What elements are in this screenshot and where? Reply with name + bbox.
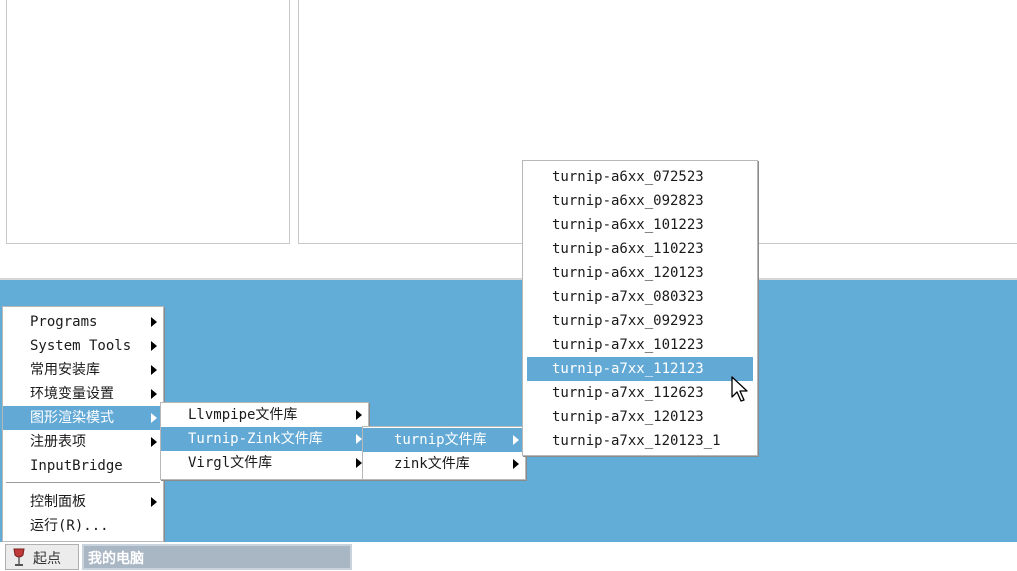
version-label: turnip-a7xx_101223 <box>552 337 704 353</box>
wine-glass-icon <box>13 548 25 566</box>
menu-item-label: 图形渲染模式 <box>30 410 114 426</box>
menu-item-label: Programs <box>30 314 98 330</box>
version-item[interactable]: turnip-a6xx_072523 <box>523 165 757 189</box>
version-label: turnip-a6xx_072523 <box>552 169 704 185</box>
version-label: turnip-a7xx_112623 <box>552 385 704 401</box>
version-item[interactable]: turnip-a6xx_110223 <box>523 237 757 261</box>
menu-item-system-tools[interactable]: System Tools <box>3 334 163 358</box>
version-label: turnip-a7xx_120123 <box>552 409 704 425</box>
submenu-arrow-icon <box>513 435 519 445</box>
taskbar-window-button[interactable]: 我的电脑 <box>82 544 352 570</box>
menu-item-virgl[interactable]: Virgl文件库 <box>161 451 368 475</box>
menu-item-turnip-library[interactable]: turnip文件库 <box>363 428 525 452</box>
version-label: turnip-a6xx_092823 <box>552 193 704 209</box>
submenu-arrow-icon <box>151 389 157 399</box>
version-label: turnip-a6xx_110223 <box>552 241 704 257</box>
menu-item-control-panel[interactable]: 控制面板 <box>3 490 163 514</box>
menu-item-label: Turnip-Zink文件库 <box>188 431 323 447</box>
menu-item-run[interactable]: 运行(R)... <box>3 514 163 538</box>
menu-item-label: Llvmpipe文件库 <box>188 407 298 423</box>
menu-item-label: System Tools <box>30 338 132 354</box>
menu-item-inputbridge[interactable]: InputBridge <box>3 454 163 478</box>
menu-item-environment-variables[interactable]: 环境变量设置 <box>3 382 163 406</box>
submenu-arrow-icon <box>356 458 362 468</box>
menu-item-label: turnip文件库 <box>394 432 487 448</box>
menu-separator <box>6 482 160 484</box>
mouse-pointer-icon <box>731 376 748 402</box>
submenu-arrow-icon <box>151 497 157 507</box>
version-item[interactable]: turnip-a7xx_101223 <box>523 333 757 357</box>
menu-item-turnip-zink[interactable]: Turnip-Zink文件库 <box>161 427 368 451</box>
start-label: 起点 <box>33 551 61 567</box>
version-item[interactable]: turnip-a7xx_120123 <box>523 405 757 429</box>
submenu-arrow-icon <box>151 317 157 327</box>
submenu-arrow-icon <box>356 434 362 444</box>
menu-item-llvmpipe[interactable]: Llvmpipe文件库 <box>161 403 368 427</box>
render-mode-submenu: Llvmpipe文件库 Turnip-Zink文件库 Virgl文件库 <box>160 402 369 480</box>
version-label: turnip-a7xx_092923 <box>552 313 704 329</box>
menu-item-programs[interactable]: Programs <box>3 310 163 334</box>
start-button[interactable]: 起点 <box>5 544 79 570</box>
turnip-zink-submenu: turnip文件库 zink文件库 <box>362 426 526 480</box>
taskbar-window-label: 我的电脑 <box>88 551 144 567</box>
submenu-arrow-icon <box>151 341 157 351</box>
menu-item-label: 控制面板 <box>30 494 86 510</box>
taskbar: 起点 我的电脑 <box>0 542 1017 571</box>
menu-item-zink-library[interactable]: zink文件库 <box>363 452 525 476</box>
menu-item-label: InputBridge <box>30 458 123 474</box>
version-item[interactable]: turnip-a6xx_092823 <box>523 189 757 213</box>
submenu-arrow-icon <box>151 413 157 423</box>
submenu-arrow-icon <box>151 437 157 447</box>
version-item[interactable]: turnip-a7xx_112623 <box>523 381 757 405</box>
version-label: turnip-a7xx_120123_1 <box>552 433 721 449</box>
menu-item-label: 注册表项 <box>30 434 86 450</box>
version-label: turnip-a6xx_101223 <box>552 217 704 233</box>
version-item[interactable]: turnip-a7xx_092923 <box>523 309 757 333</box>
menu-item-label: 常用安装库 <box>30 362 100 378</box>
menu-item-label: 环境变量设置 <box>30 386 114 402</box>
menu-item-registry[interactable]: 注册表项 <box>3 430 163 454</box>
version-label: turnip-a7xx_080323 <box>552 289 704 305</box>
turnip-versions-submenu: turnip-a6xx_072523 turnip-a6xx_092823 tu… <box>522 160 758 456</box>
version-item[interactable]: turnip-a7xx_120123_1 <box>523 429 757 453</box>
version-item[interactable]: turnip-a6xx_101223 <box>523 213 757 237</box>
menu-item-label: zink文件库 <box>394 456 470 472</box>
menu-item-label: 运行(R)... <box>30 518 109 534</box>
submenu-arrow-icon <box>151 365 157 375</box>
menu-item-label: Virgl文件库 <box>188 455 273 471</box>
menu-item-install-libraries[interactable]: 常用安装库 <box>3 358 163 382</box>
start-menu: Programs System Tools 常用安装库 环境变量设置 图形渲染模… <box>2 306 164 542</box>
version-item[interactable]: turnip-a6xx_120123 <box>523 261 757 285</box>
version-item-selected[interactable]: turnip-a7xx_112123 <box>527 357 753 381</box>
window-pane-left <box>6 0 290 244</box>
version-item[interactable]: turnip-a7xx_080323 <box>523 285 757 309</box>
submenu-arrow-icon <box>356 410 362 420</box>
version-label: turnip-a6xx_120123 <box>552 265 704 281</box>
version-label: turnip-a7xx_112123 <box>552 361 704 377</box>
submenu-arrow-icon <box>513 459 519 469</box>
menu-item-graphics-render-mode[interactable]: 图形渲染模式 <box>3 406 163 430</box>
